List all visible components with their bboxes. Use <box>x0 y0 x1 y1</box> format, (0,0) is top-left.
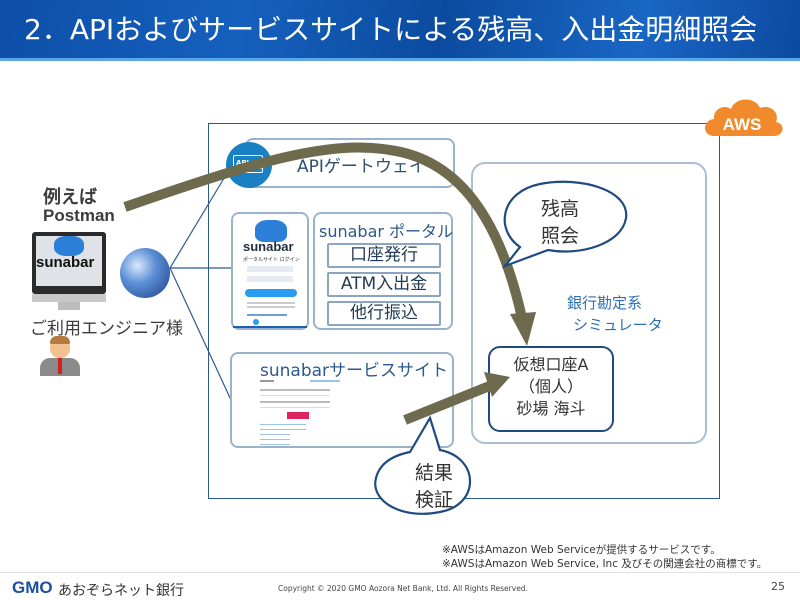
portal-title: sunabar ポータル <box>319 222 454 241</box>
balance-bubble-line1: 残高 <box>541 198 580 220</box>
verify-arrow <box>403 380 494 425</box>
monitor-icon: sunabar <box>32 232 106 294</box>
service-site-title: sunabarサービスサイト <box>260 361 449 381</box>
postman-label: Postman <box>43 206 115 225</box>
api-icon-text: API <box>236 159 250 167</box>
slide-header: 2．APIおよびサービスサイトによる残高、入出金明細照会 <box>0 0 800 61</box>
monitor-brand: sunabar <box>36 254 95 271</box>
monitor-chin <box>32 294 106 302</box>
password-field[interactable] <box>247 276 293 282</box>
page-number: 25 <box>771 580 785 593</box>
footer-divider <box>0 572 800 573</box>
portal-item-account-issue: 口座発行 <box>327 243 441 268</box>
portal-box: sunabar ポータル 口座発行 ATM入出金 他行振込 <box>313 212 453 330</box>
login-button[interactable] <box>245 289 297 297</box>
account-type-line2: （個人） <box>518 377 583 396</box>
bank-simulator-box: 銀行勘定系 シミュレータ <box>471 162 707 444</box>
balance-arrow-head <box>510 312 536 346</box>
service-site-submit-button[interactable] <box>287 412 309 419</box>
note-aws-trademark: ※AWSはAmazon Web Service, Inc 及びその関連会社の商標… <box>442 558 768 570</box>
verify-arrow-head <box>484 372 510 397</box>
portal-login-thumbnail: sunabar ポータルサイト ログイン <box>231 212 309 330</box>
footer-logo-bank: あおぞらネット銀行 <box>58 583 184 599</box>
verify-bubble-line2: 検証 <box>415 489 454 511</box>
note-aws-service: ※AWSはAmazon Web Serviceが提供するサービスです。 <box>442 544 721 556</box>
example-label: 例えば <box>43 187 97 208</box>
account-holder-line3: 砂場 海斗 <box>516 399 586 418</box>
bear-mascot-icon <box>255 220 287 242</box>
footer-copyright: Copyright © 2020 GMO Aozora Net Bank, Lt… <box>278 584 528 593</box>
verify-bubble <box>374 415 472 515</box>
username-field[interactable] <box>247 266 293 272</box>
virtual-account-box: 仮想口座A （個人） 砂場 海斗 <box>488 346 614 432</box>
simulator-label-line2: シミュレータ <box>573 316 663 334</box>
user-avatar-icon <box>40 336 80 376</box>
connector-to-service-site <box>169 267 232 401</box>
footer-logo-gmo: GMO <box>12 578 53 597</box>
balance-bubble-line2: 照会 <box>541 225 580 247</box>
aws-badge-text: AWS <box>723 115 762 134</box>
portal-login-brand: sunabar <box>243 239 294 254</box>
aws-cloud-icon: AWS <box>705 99 783 136</box>
portal-item-atm: ATM入出金 <box>327 272 441 297</box>
bear-mascot-icon <box>54 236 84 256</box>
globe-icon <box>120 248 170 298</box>
account-name-line1: 仮想口座A <box>513 355 589 374</box>
api-gateway-label: APIゲートウェイ <box>297 157 426 177</box>
portal-item-transfer: 他行振込 <box>327 301 441 326</box>
slide-title: 2．APIおよびサービスサイトによる残高、入出金明細照会 <box>24 13 758 46</box>
monitor-stand <box>58 302 80 310</box>
balance-inquiry-bubble <box>501 180 628 269</box>
service-site-box: sunabarサービスサイト <box>230 352 454 448</box>
simulator-label-line1: 銀行勘定系 <box>567 294 643 312</box>
verify-bubble-line1: 結果 <box>415 462 454 484</box>
balance-inquiry-arrow <box>123 142 527 320</box>
portal-login-subtitle: ポータルサイト ログイン <box>243 257 300 263</box>
engineer-label: ご利用エンジニア様 <box>30 319 183 339</box>
